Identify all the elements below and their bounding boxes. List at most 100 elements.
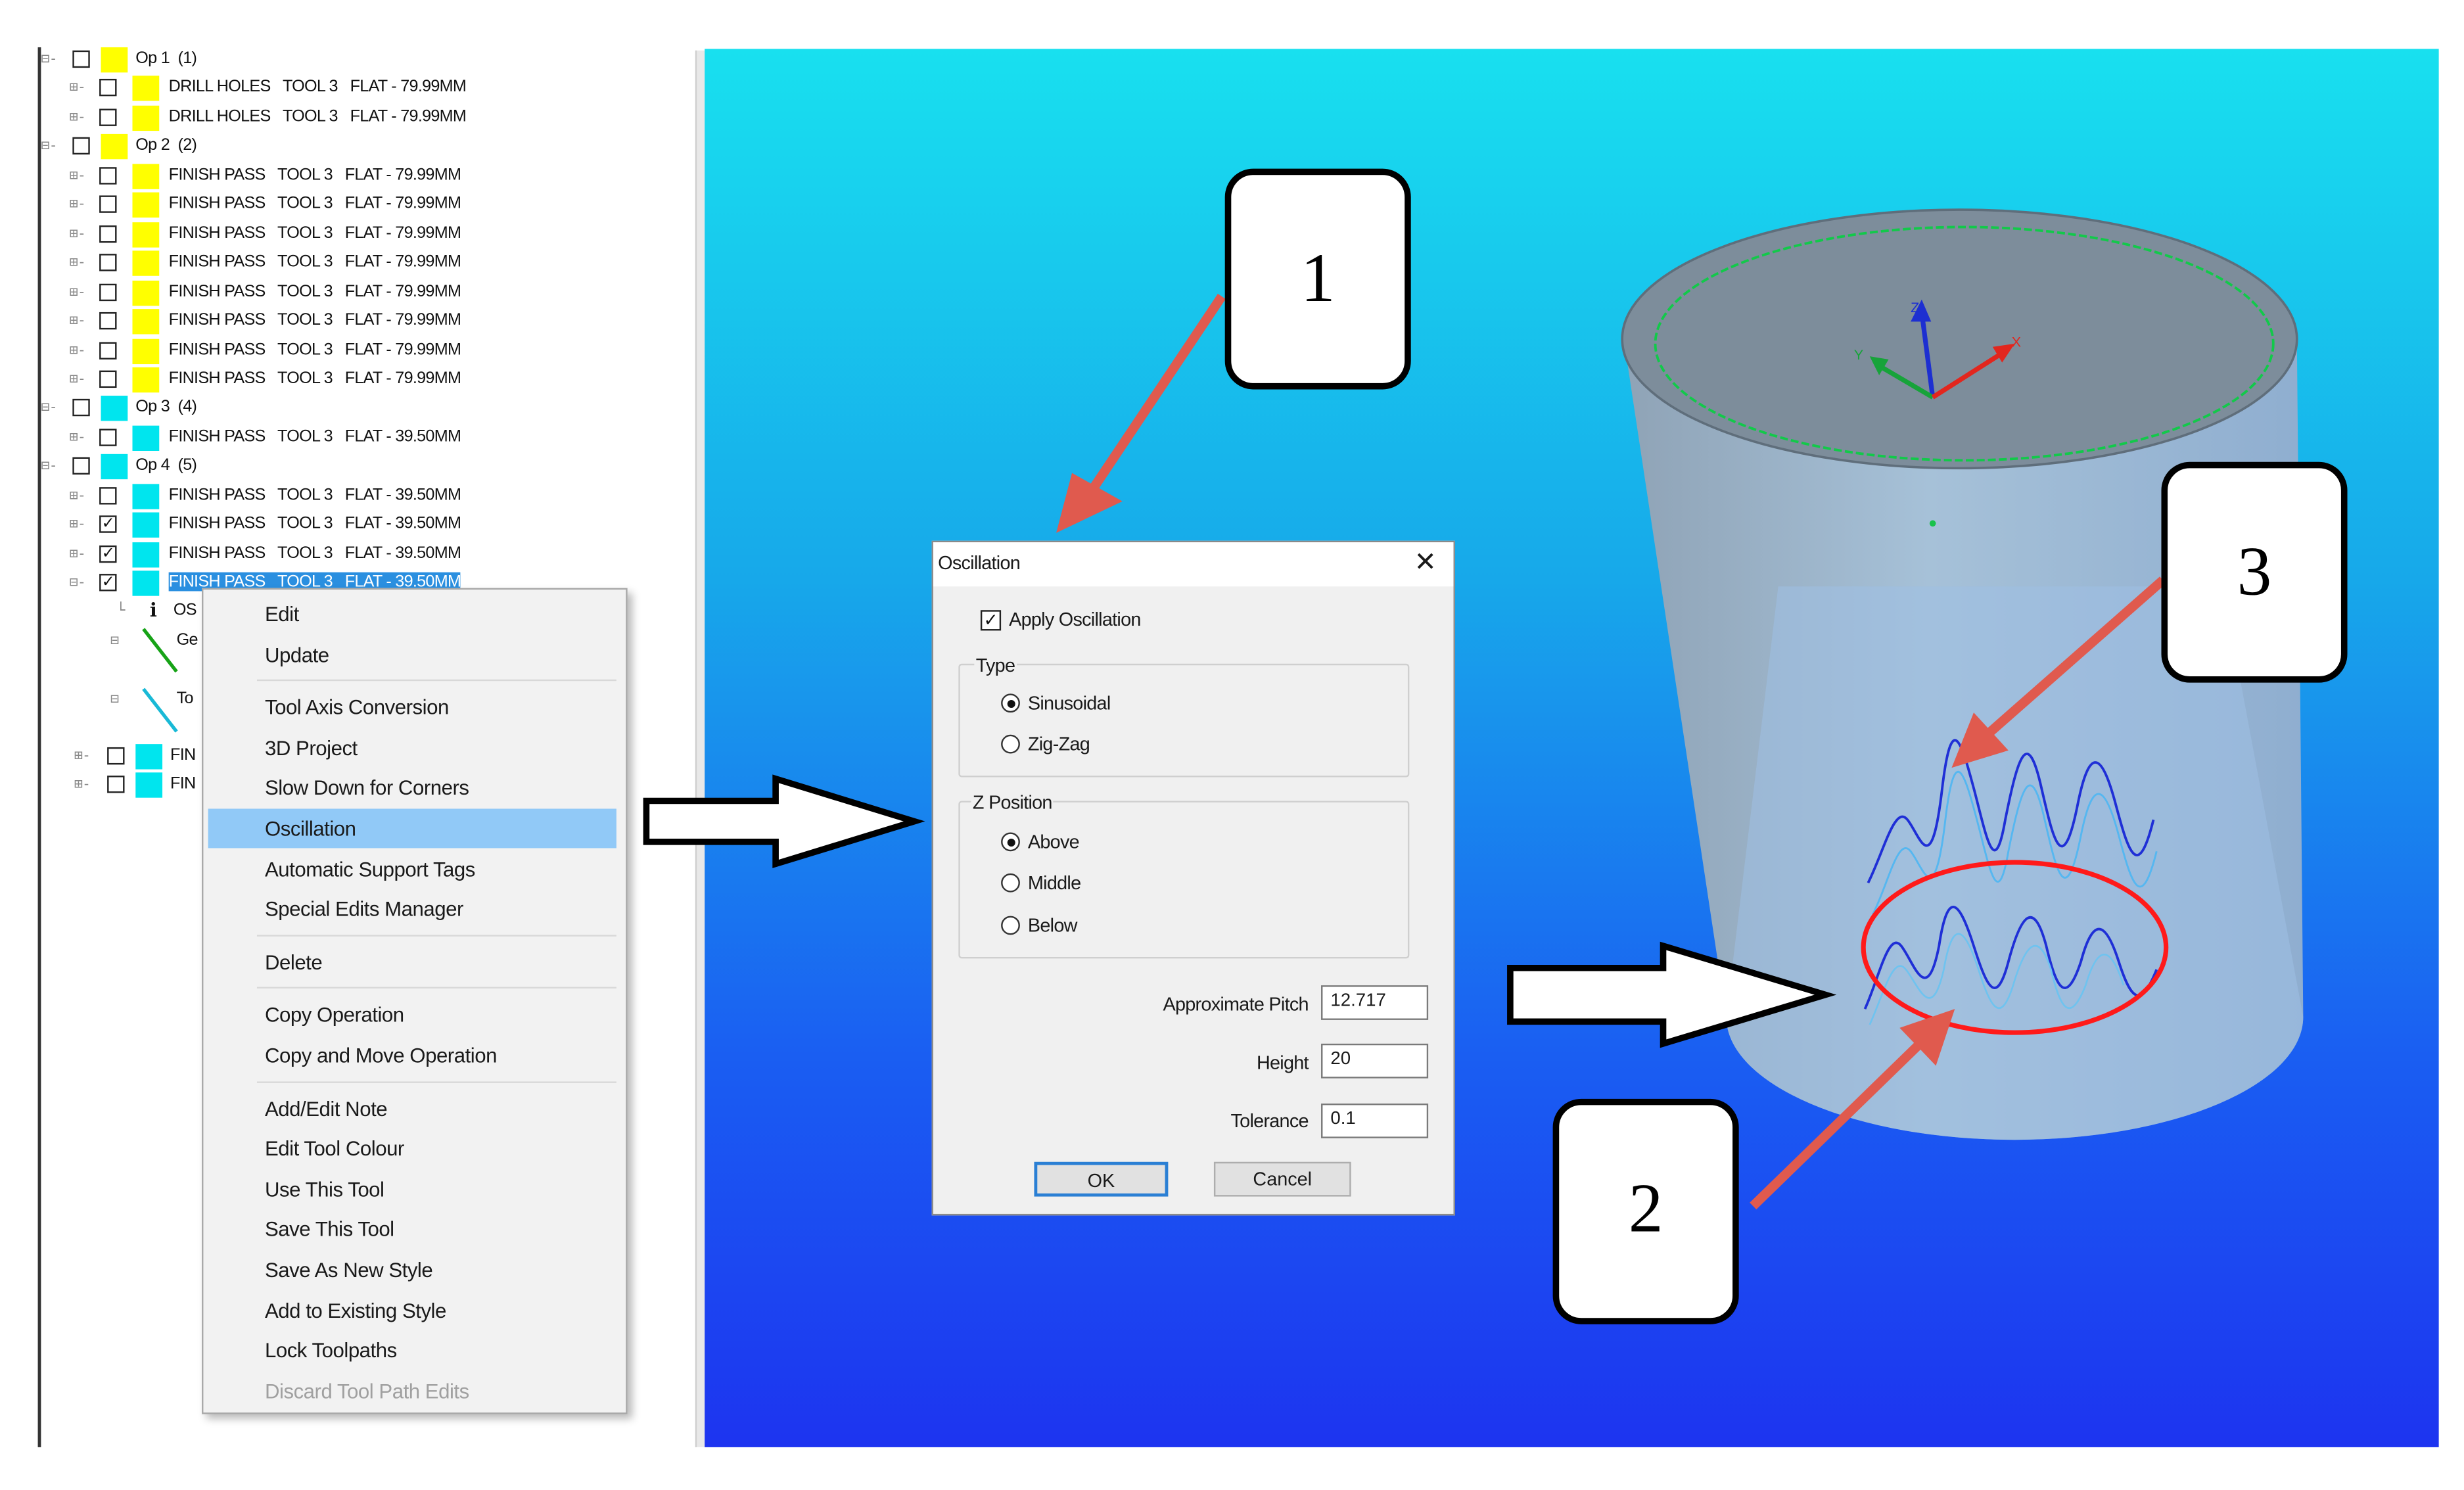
- apply-oscillation-checkbox[interactable]: ✓: [980, 610, 1002, 631]
- tree-expander[interactable]: ⊞-: [74, 749, 91, 765]
- row-checkbox[interactable]: [107, 747, 125, 765]
- tree-item-row[interactable]: ⊞-FINISH PASS TOOL 3 FLAT - 79.99MM: [69, 250, 577, 277]
- row-checkbox[interactable]: [99, 486, 117, 504]
- row-checkbox[interactable]: [99, 370, 117, 388]
- row-checkbox[interactable]: [72, 457, 90, 475]
- row-checkbox[interactable]: ✓: [99, 574, 117, 592]
- menu-item-add-edit-note[interactable]: Add/Edit Note: [203, 1088, 626, 1128]
- tree-expander[interactable]: ⊟-: [41, 459, 57, 475]
- above-radio[interactable]: [1001, 832, 1020, 852]
- tree-expander[interactable]: ⊞-: [69, 81, 86, 97]
- tree-expander[interactable]: ⊞-: [69, 285, 86, 301]
- tree-operation-row[interactable]: ⊟-Op 3 (4): [38, 396, 543, 422]
- tree-expander[interactable]: ⊟-: [41, 52, 57, 68]
- tree-item-row[interactable]: ⊞- FIN: [47, 772, 237, 798]
- dialog-titlebar[interactable]: [933, 542, 1454, 587]
- row-checkbox[interactable]: [72, 399, 90, 417]
- subtree-row-geometry[interactable]: ⊟ Ge: [110, 628, 221, 673]
- pitch-input[interactable]: 12.717: [1321, 985, 1429, 1020]
- tree-item-row[interactable]: ⊞-DRILL HOLES TOOL 3 FLAT - 79.99MM: [69, 105, 577, 131]
- tree-item-row[interactable]: ⊞-FINISH PASS TOOL 3 FLAT - 79.99MM: [69, 221, 577, 247]
- tree-item-row[interactable]: ⊞-FINISH PASS TOOL 3 FLAT - 79.99MM: [69, 279, 577, 306]
- tree-expander[interactable]: ⊟-: [41, 139, 57, 155]
- tree-item-row[interactable]: ⊞-FINISH PASS TOOL 3 FLAT - 39.50MM: [69, 425, 577, 451]
- tree-expander[interactable]: ⊞-: [69, 314, 86, 330]
- row-checkbox[interactable]: [99, 341, 117, 359]
- tree-expander[interactable]: ⊞-: [69, 110, 86, 126]
- menu-item-tool-axis-conversion[interactable]: Tool Axis Conversion: [203, 687, 626, 727]
- ok-button[interactable]: OK: [1034, 1161, 1169, 1197]
- menu-item-special-edits-manager[interactable]: Special Edits Manager: [203, 889, 626, 929]
- middle-radio[interactable]: [1001, 873, 1020, 893]
- tree-expander[interactable]: ⊟-: [69, 575, 86, 592]
- zigzag-radio[interactable]: [1001, 734, 1020, 754]
- subtree-row-toolpath[interactable]: ⊟ To: [110, 687, 221, 733]
- menu-item-use-this-tool[interactable]: Use This Tool: [203, 1169, 626, 1209]
- menu-item-oscillation[interactable]: Oscillation: [208, 808, 616, 849]
- tree-item-row[interactable]: ⊞-✓FINISH PASS TOOL 3 FLAT - 39.50MM: [69, 542, 577, 567]
- tree-item-row[interactable]: ⊞-DRILL HOLES TOOL 3 FLAT - 79.99MM: [69, 76, 577, 102]
- height-input[interactable]: 20: [1321, 1043, 1429, 1079]
- tree-expander[interactable]: ⊞-: [69, 488, 86, 504]
- tree-item-row[interactable]: ⊞-FINISH PASS TOOL 3 FLAT - 79.99MM: [69, 309, 577, 335]
- menu-item-discard-tool-path-edits[interactable]: Discard Tool Path Edits: [203, 1371, 626, 1410]
- tree-item-row[interactable]: ⊞-FINISH PASS TOOL 3 FLAT - 39.50MM: [69, 483, 577, 509]
- row-checkbox[interactable]: [99, 196, 117, 214]
- tree-expander[interactable]: ⊞-: [69, 371, 86, 388]
- tree-item-row[interactable]: ⊞-FINISH PASS TOOL 3 FLAT - 79.99MM: [69, 193, 577, 218]
- menu-item-save-as-new-style[interactable]: Save As New Style: [203, 1250, 626, 1290]
- row-checkbox[interactable]: [99, 225, 117, 243]
- sinusoidal-radio[interactable]: [1001, 693, 1020, 713]
- menu-item-edit[interactable]: Edit: [203, 594, 626, 634]
- tree-expander[interactable]: ⊟-: [41, 401, 57, 417]
- tree-expander[interactable]: ⊞-: [69, 342, 86, 359]
- tree-expander[interactable]: ⊞-: [74, 777, 91, 793]
- menu-item-3d-project[interactable]: 3D Project: [203, 728, 626, 768]
- row-checkbox[interactable]: [99, 166, 117, 185]
- menu-item-edit-tool-colour[interactable]: Edit Tool Colour: [203, 1129, 626, 1169]
- tree-expander[interactable]: ⊞-: [69, 197, 86, 214]
- tree-item-row[interactable]: ⊞- FIN: [47, 744, 237, 770]
- row-checkbox[interactable]: [99, 254, 117, 271]
- menu-item-automatic-support-tags[interactable]: Automatic Support Tags: [203, 849, 626, 889]
- row-checkbox[interactable]: ✓: [99, 515, 117, 534]
- tolerance-input[interactable]: 0.1: [1321, 1104, 1429, 1138]
- menu-item-update[interactable]: Update: [203, 635, 626, 674]
- tree-item-row[interactable]: ⊞-FINISH PASS TOOL 3 FLAT - 79.99MM: [69, 338, 577, 363]
- menu-item-copy-and-move-operation[interactable]: Copy and Move Operation: [203, 1036, 626, 1075]
- below-radio[interactable]: [1001, 916, 1020, 935]
- menu-item-slow-down-for-corners[interactable]: Slow Down for Corners: [203, 768, 626, 808]
- subtree-row-info[interactable]: └ i OS: [116, 599, 224, 624]
- tree-expander[interactable]: ⊞-: [69, 226, 86, 243]
- row-checkbox[interactable]: [72, 50, 90, 68]
- tree-expander[interactable]: ⊞-: [69, 546, 86, 563]
- tree-expander[interactable]: ⊞-: [69, 517, 86, 534]
- row-checkbox[interactable]: [107, 776, 125, 793]
- panel-splitter[interactable]: [695, 50, 707, 1447]
- row-checkbox[interactable]: [99, 312, 117, 330]
- menu-item-delete[interactable]: Delete: [203, 943, 626, 982]
- tree-expander[interactable]: ⊟: [110, 634, 119, 650]
- tree-expander[interactable]: ⊞-: [69, 430, 86, 446]
- tree-operation-row[interactable]: ⊟-Op 2 (2): [38, 134, 543, 160]
- row-checkbox[interactable]: [72, 137, 90, 155]
- tree-item-row[interactable]: ⊞-FINISH PASS TOOL 3 FLAT - 79.99MM: [69, 367, 577, 393]
- tree-operation-row[interactable]: ⊟-Op 4 (5): [38, 454, 543, 480]
- row-checkbox[interactable]: [99, 429, 117, 446]
- tree-item-row[interactable]: ⊞-FINISH PASS TOOL 3 FLAT - 79.99MM: [69, 163, 577, 189]
- menu-item-lock-toolpaths[interactable]: Lock Toolpaths: [203, 1331, 626, 1370]
- tree-expander[interactable]: ⊟: [110, 691, 119, 708]
- cancel-button[interactable]: Cancel: [1213, 1161, 1351, 1197]
- row-checkbox[interactable]: [99, 79, 117, 97]
- menu-item-add-to-existing-style[interactable]: Add to Existing Style: [203, 1290, 626, 1330]
- tree-operation-row[interactable]: ⊟-Op 1 (1): [38, 47, 543, 73]
- tree-item-row[interactable]: ⊞-✓FINISH PASS TOOL 3 FLAT - 39.50MM: [69, 512, 577, 538]
- tree-expander[interactable]: ⊞-: [69, 255, 86, 271]
- row-checkbox[interactable]: [99, 108, 117, 126]
- row-checkbox[interactable]: [99, 283, 117, 301]
- menu-item-save-this-tool[interactable]: Save This Tool: [203, 1210, 626, 1249]
- tree-expander[interactable]: ⊞-: [69, 168, 86, 185]
- row-checkbox[interactable]: ✓: [99, 545, 117, 563]
- close-icon[interactable]: ✕: [1414, 547, 1437, 577]
- menu-item-copy-operation[interactable]: Copy Operation: [203, 995, 626, 1035]
